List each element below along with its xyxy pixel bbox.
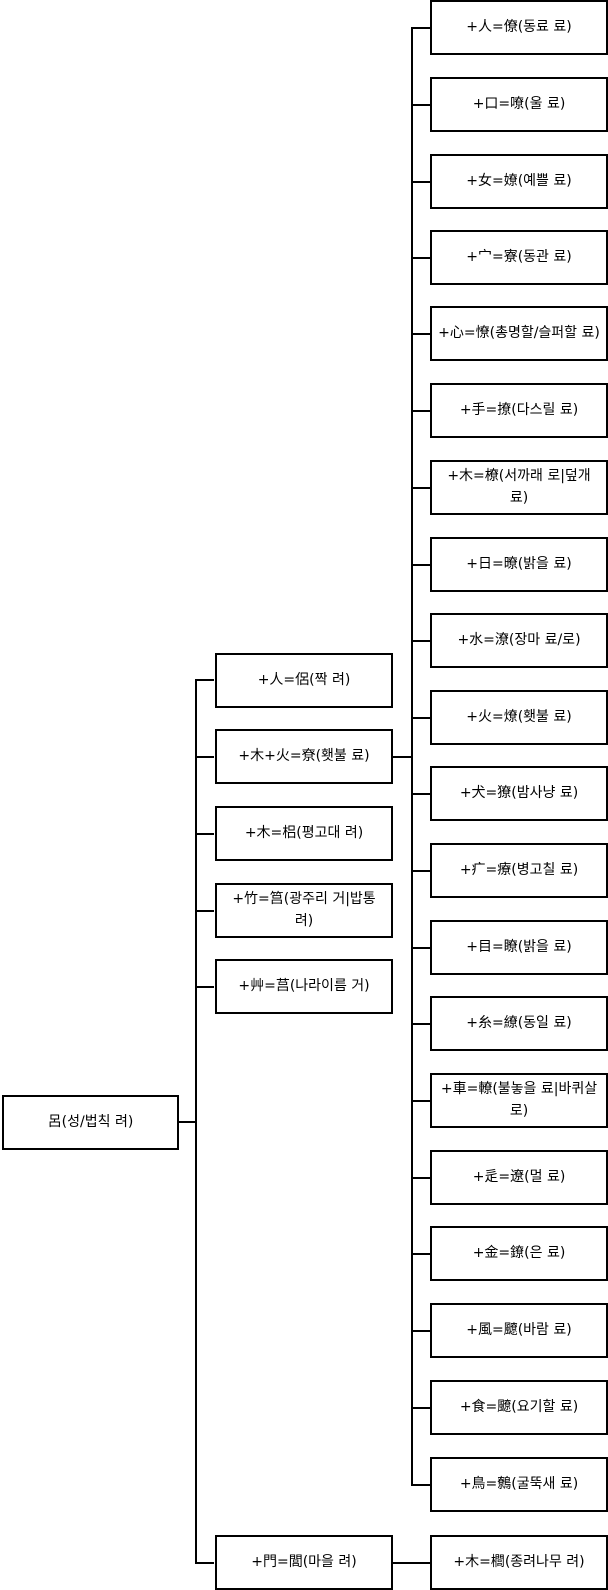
node-lu-eaves: +木=梠(평고대 려)	[215, 806, 393, 861]
stub-1	[411, 104, 430, 106]
node-liao-2: +女=嫽(예쁠 료)	[430, 154, 608, 209]
node-lu-companion: +人=侶(짝 려)	[215, 653, 393, 708]
stub-5	[411, 410, 430, 412]
node-liao-19: +鳥=鷯(굴뚝새 료)	[430, 1457, 608, 1512]
stub-8	[411, 640, 430, 642]
liao-out-connector	[393, 756, 412, 758]
node-liao-1: +口=嘹(울 료)	[430, 77, 608, 132]
node-liao-5: +手=撩(다스릴 료)	[430, 383, 608, 438]
level1-trunk	[195, 679, 197, 1564]
branch-lu2-connector	[195, 833, 214, 835]
node-liao-10: +犬=獠(밤사냥 료)	[430, 766, 608, 821]
node-ju-basket: +竹=筥(광주리 거|밥통 려)	[215, 883, 393, 938]
stub-19	[411, 1484, 430, 1486]
root-node: 呂(성/법칙 려)	[2, 1095, 179, 1150]
node-liao-13: +糸=繚(동일 료)	[430, 996, 608, 1051]
node-liao-11: +疒=療(병고칠 료)	[430, 843, 608, 898]
branch-ju-connector	[195, 910, 214, 912]
node-liao-16: +金=鐐(은 료)	[430, 1226, 608, 1281]
branch-liao-connector	[195, 756, 214, 758]
stub-10	[411, 793, 430, 795]
node-liao-12: +目=瞭(밝을 료)	[430, 920, 608, 975]
stub-18	[411, 1407, 430, 1409]
branch-lu-connector	[195, 679, 214, 681]
lv-out-connector	[393, 1562, 430, 1564]
branch-lv-connector	[195, 1562, 214, 1564]
stub-16	[411, 1253, 430, 1255]
node-liao-6: +木=橑(서까래 로|덮개 료)	[430, 460, 608, 515]
node-liao-14: +車=轑(불놓을 료|바퀴살 로)	[430, 1073, 608, 1128]
node-liao-9: +火=燎(횃불 료)	[430, 690, 608, 745]
stub-6	[411, 487, 430, 489]
node-liao-17: +風=飉(바람 료)	[430, 1303, 608, 1358]
node-liao-torch: +木+火=尞(횃불 료)	[215, 729, 393, 784]
node-lv-village: +門=閭(마을 려)	[215, 1535, 393, 1590]
stub-2	[411, 181, 430, 183]
stub-9	[411, 717, 430, 719]
node-ju-country: +艸=莒(나라이름 거)	[215, 959, 393, 1014]
stub-3	[411, 257, 430, 259]
stub-12	[411, 947, 430, 949]
node-liao-0: +人=僚(동료 료)	[430, 0, 608, 55]
stub-11	[411, 870, 430, 872]
stub-15	[411, 1177, 430, 1179]
stub-4	[411, 333, 430, 335]
stub-14	[411, 1100, 430, 1102]
level2-trunk	[411, 27, 413, 1485]
stub-7	[411, 564, 430, 566]
node-liao-7: +日=暸(밝을 료)	[430, 537, 608, 592]
node-liao-15: +辵=遼(멀 료)	[430, 1150, 608, 1205]
node-liao-3: +宀=寮(동관 료)	[430, 230, 608, 285]
stub-17	[411, 1330, 430, 1332]
node-liao-4: +心=憭(총명할/슬퍼할 료)	[430, 306, 608, 361]
node-liao-8: +水=潦(장마 료/로)	[430, 613, 608, 668]
branch-ju2-connector	[195, 986, 214, 988]
node-lv-palm: +木=櫚(종려나무 려)	[430, 1535, 608, 1590]
stub-13	[411, 1023, 430, 1025]
root-connector	[178, 1121, 196, 1123]
node-liao-18: +食=飉(요기할 료)	[430, 1380, 608, 1435]
stub-0	[411, 27, 430, 29]
